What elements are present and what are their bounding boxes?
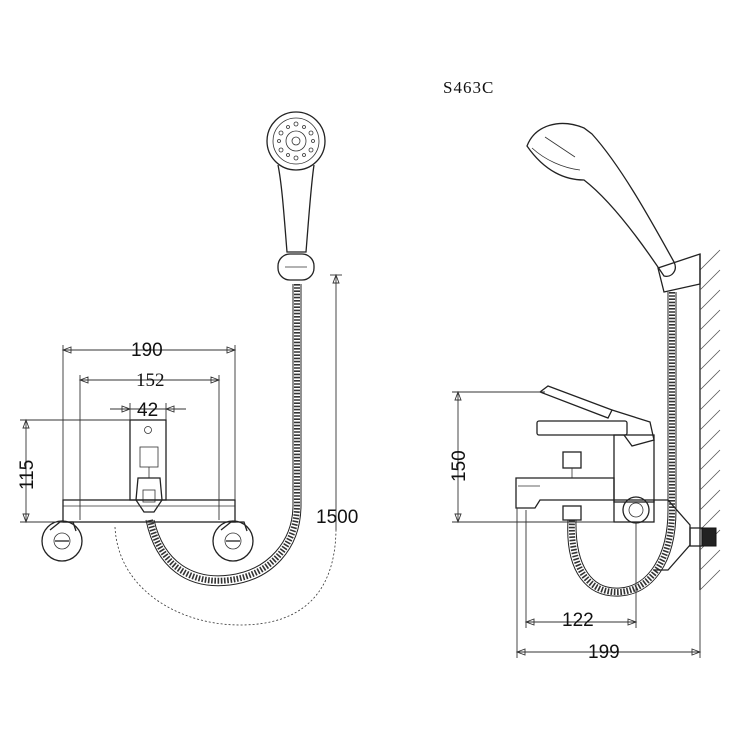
dim-hose-length-label: 1500 xyxy=(316,507,358,528)
dim-side-height-label: 150 xyxy=(449,450,470,482)
mixer-body-front xyxy=(41,419,254,562)
dim-overall-depth-label: 199 xyxy=(588,642,620,663)
dim-inlet-centres-label: 152 xyxy=(136,370,165,391)
front-view: 190 152 42 115 xyxy=(17,111,358,626)
dim-body-width: 42 xyxy=(110,400,186,421)
hand-shower-side xyxy=(526,122,701,293)
wall-section xyxy=(699,249,721,591)
dim-front-height-label: 115 xyxy=(17,460,38,490)
dim-spout-reach-label: 122 xyxy=(562,610,594,631)
dim-side-height: 150 xyxy=(449,390,614,524)
mixer-body-side xyxy=(515,385,717,571)
dim-overall-width: 190 xyxy=(61,340,237,500)
dim-body-width-label: 42 xyxy=(137,400,158,421)
dim-overall-width-label: 190 xyxy=(131,340,163,361)
dim-hose-length: 1500 xyxy=(316,273,358,530)
hand-shower-front xyxy=(266,111,326,281)
shower-hose-side xyxy=(567,292,677,597)
dim-front-height: 115 xyxy=(17,418,130,524)
dim-inlet-centres: 152 xyxy=(78,370,221,520)
side-view: 150 122 199 xyxy=(449,122,721,663)
shower-hose-front xyxy=(145,284,302,587)
model-code: S463C xyxy=(443,78,494,97)
hose-length-arc xyxy=(114,526,337,626)
dim-spout-reach: 122 xyxy=(524,510,638,631)
dim-overall-depth: 199 xyxy=(515,508,702,663)
